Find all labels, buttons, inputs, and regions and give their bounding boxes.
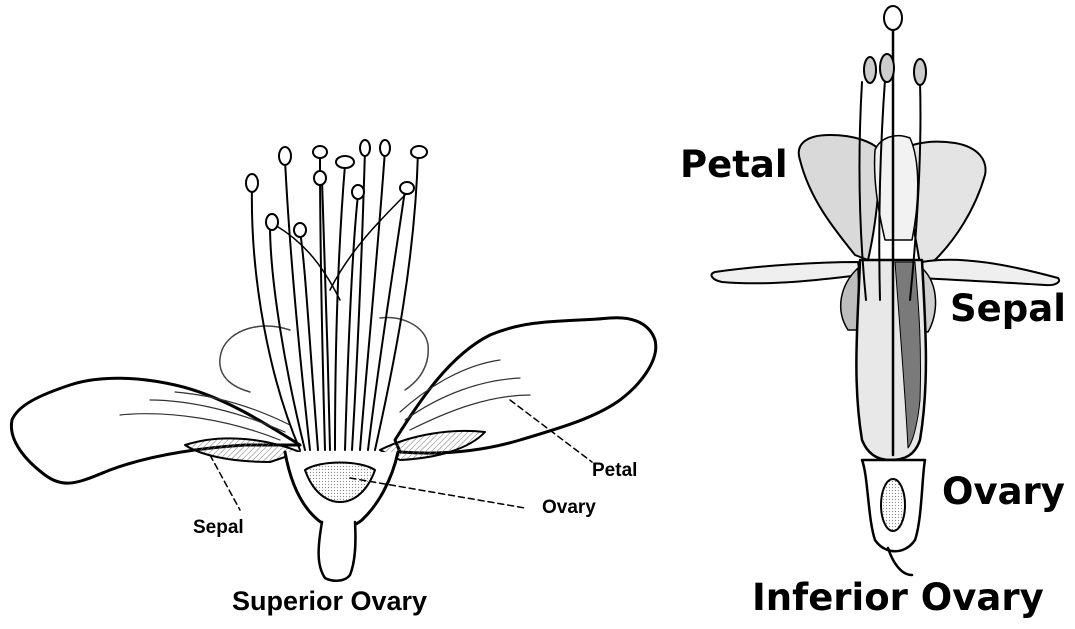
inferior-sepal-label: Sepal — [950, 287, 1066, 330]
inferior-caption: Inferior Ovary — [752, 576, 1044, 619]
superior-caption: Superior Ovary — [232, 586, 427, 617]
superior-left-petal — [11, 378, 300, 483]
superior-back-petal-right — [380, 317, 428, 390]
superior-sepal-label: Sepal — [193, 517, 244, 539]
inferior-sepal-left — [711, 262, 860, 283]
inferior-petal-label: Petal — [680, 143, 788, 186]
inferior-ovary-chamber — [881, 479, 905, 531]
inferior-sepal-right — [920, 260, 1059, 285]
inferior-ovary-label: Ovary — [942, 470, 1065, 513]
inferior-stigma — [884, 6, 902, 30]
inferior-anthers — [864, 54, 926, 85]
superior-back-petal-left — [220, 326, 290, 392]
inferior-petal-left — [799, 135, 880, 260]
superior-stalk — [319, 522, 356, 581]
superior-petal-label: Petal — [592, 460, 637, 482]
superior-stamens — [252, 150, 418, 450]
superior-ovary-label: Ovary — [542, 497, 596, 519]
